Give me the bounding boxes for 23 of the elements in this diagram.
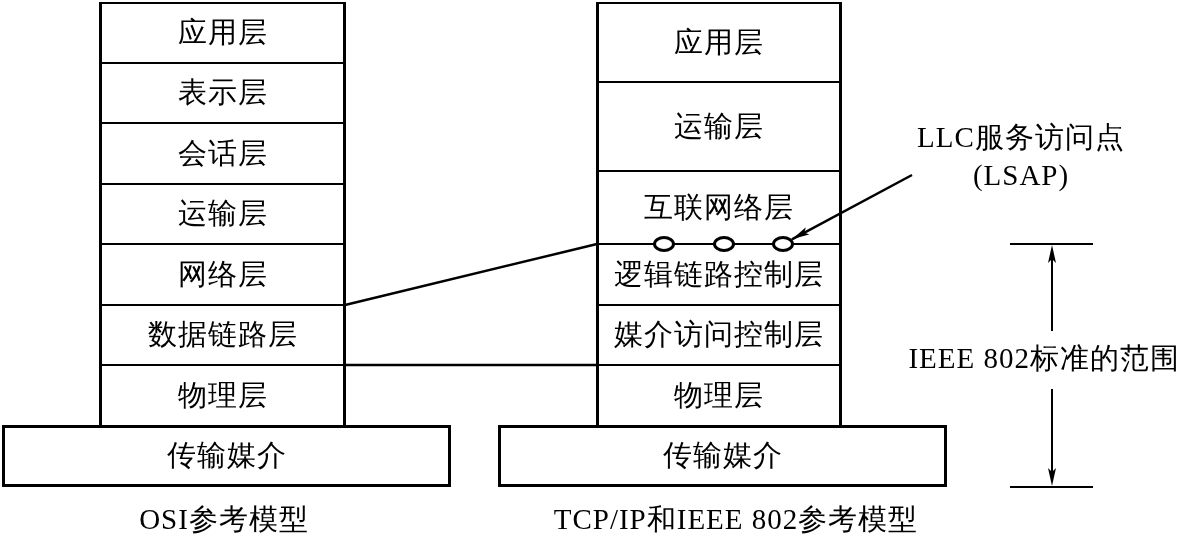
layer-box: 物理层 [596,364,842,428]
layer-box: 运输层 [99,183,346,245]
layer-box: 应用层 [99,2,346,64]
connector-line [344,242,598,307]
callout-label: LLC服务访问点 (LSAP) [912,118,1130,194]
layer-box: 运输层 [596,81,842,172]
layer-box: 应用层 [596,2,842,83]
layer-box: 媒介访问控制层 [596,304,842,366]
dimension-label: IEEE 802标准的范围 [908,341,1180,375]
layer-box: 网络层 [99,243,346,306]
medium-box: 传输媒介 [2,425,451,487]
layer-box: 数据链路层 [99,304,346,366]
caption: OSI参考模型 [139,502,309,536]
medium-box: 传输媒介 [498,425,947,487]
leader-arrow [791,173,913,241]
layer-box: 物理层 [99,364,346,428]
ring-icon [772,236,794,252]
layer-box: 表示层 [99,62,346,124]
caption: TCP/IP和IEEE 802参考模型 [553,502,919,536]
layer-box: 会话层 [99,122,346,185]
ring-icon [653,236,675,252]
connector-line [345,363,597,367]
ring-icon [713,236,735,252]
